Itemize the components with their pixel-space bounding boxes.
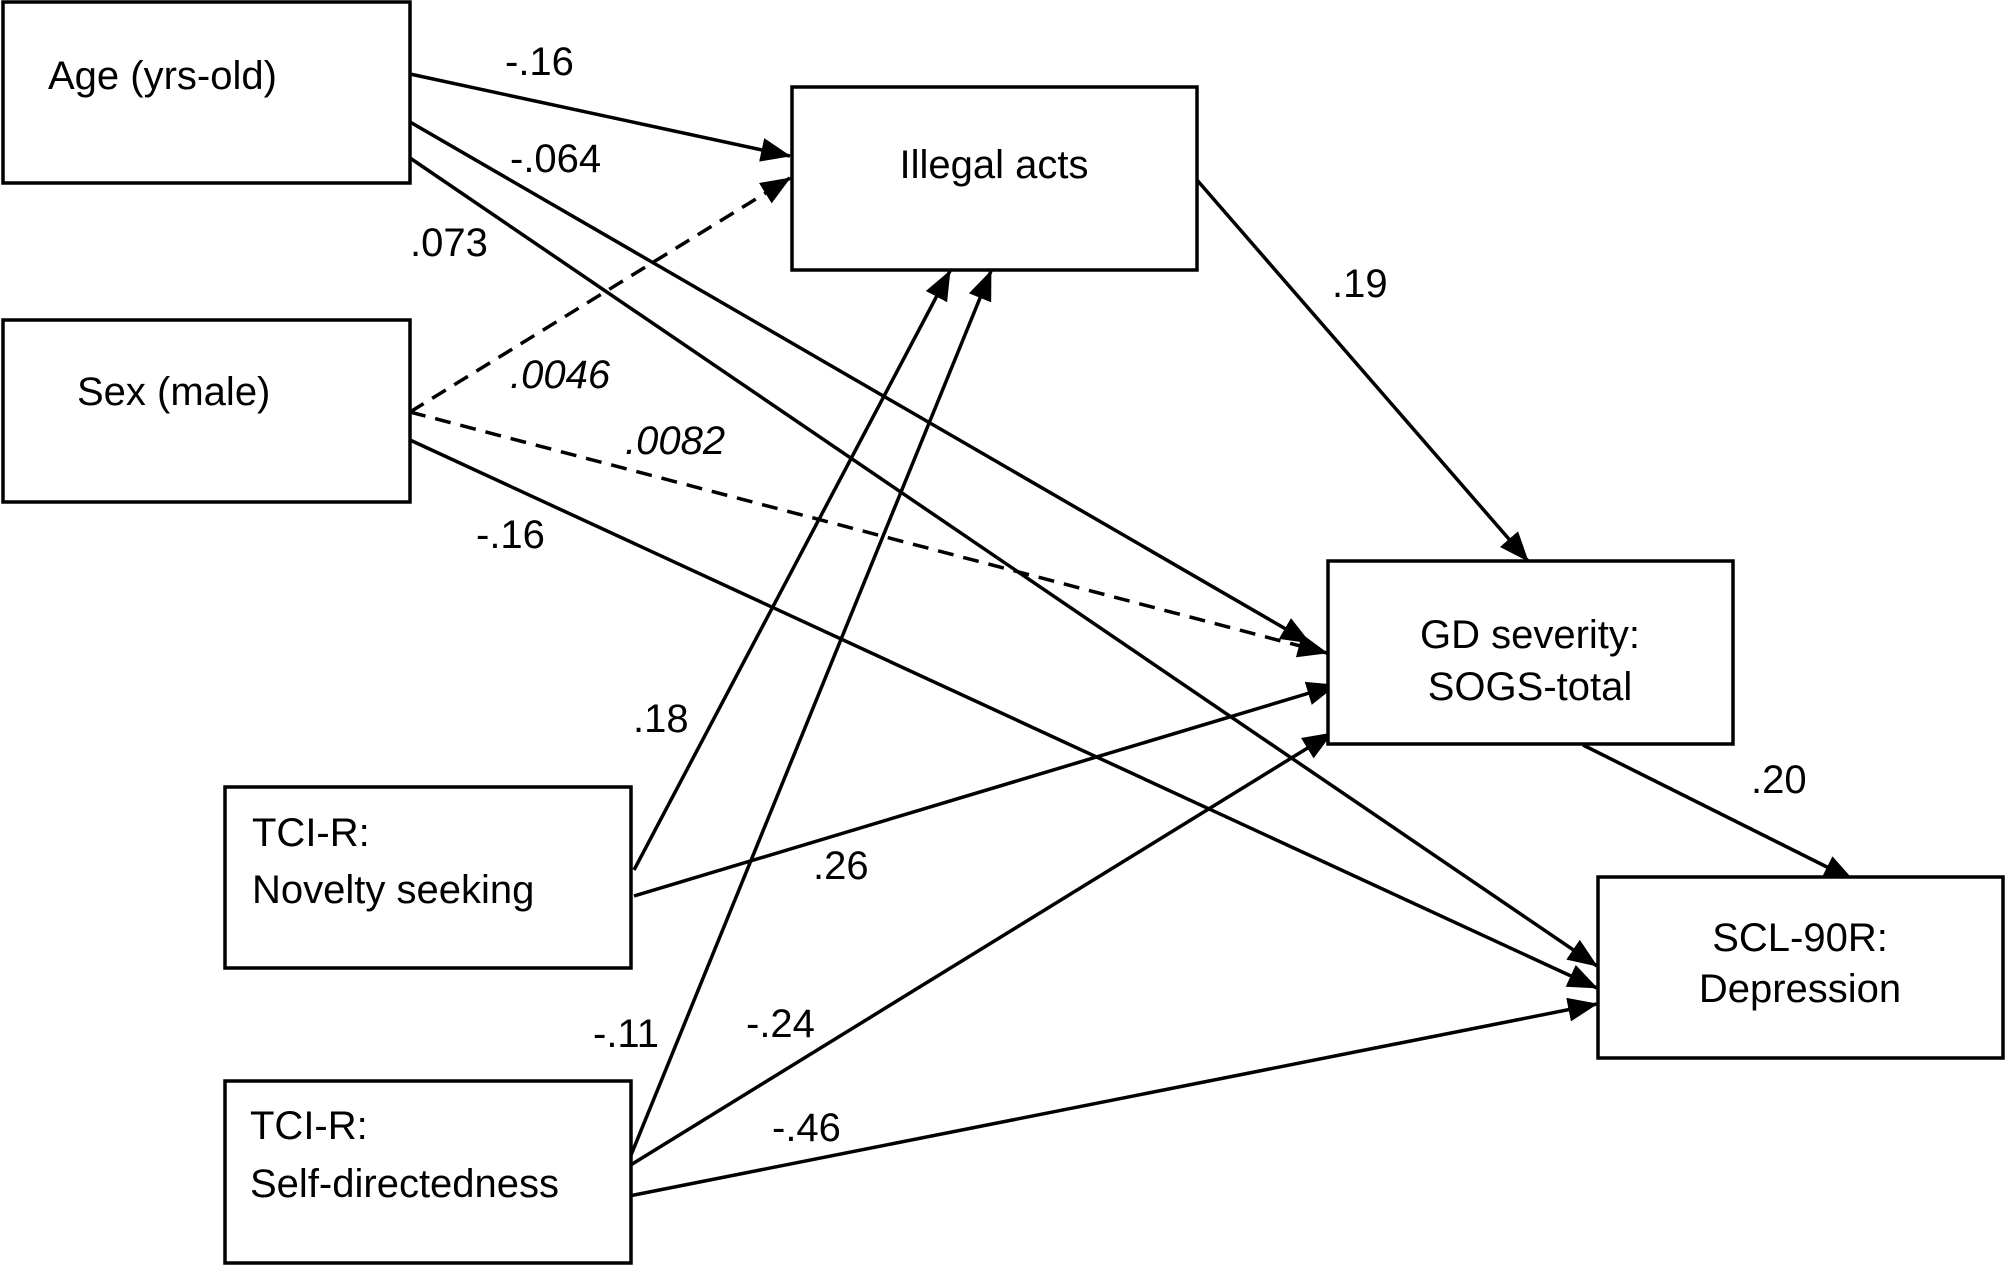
edge-sex-scl: [409, 438, 1598, 990]
coef-age-illegal: -.16: [505, 40, 574, 84]
edge-sex-gd: [409, 410, 1328, 658]
coef-gd-scl: .20: [1751, 758, 1807, 802]
edge-age-illegal: [409, 72, 791, 162]
coefficients: -.16 -.064 .073 .0046 .0082 -.16 .19 .20…: [410, 40, 1807, 1150]
edge-illegal-gd: [1195, 178, 1530, 563]
coef-illegal-gd: .19: [1332, 262, 1388, 306]
coef-sex-illegal: .0046: [510, 353, 611, 397]
node-sd-label-line2: Self-directedness: [250, 1162, 559, 1206]
node-scl-label-line2: Depression: [1699, 967, 1901, 1011]
node-illegal-label: Illegal acts: [900, 143, 1089, 187]
coef-sex-scl: -.16: [476, 513, 545, 557]
edge-ns-gd: [633, 681, 1337, 898]
node-sex-label: Sex (male): [77, 370, 270, 414]
node-gd: GD severity: SOGS-total: [1326, 559, 1735, 746]
coef-sd-scl: -.46: [772, 1106, 841, 1150]
coef-sd-gd: -.24: [746, 1002, 815, 1046]
node-gd-label-line2: SOGS-total: [1428, 665, 1633, 709]
node-sd-label-line1: TCI-R:: [250, 1104, 368, 1148]
node-illegal: Illegal acts: [790, 85, 1199, 272]
node-age: Age (yrs-old): [1, 0, 412, 185]
edges: [409, 72, 1854, 1198]
node-sex: Sex (male): [1, 318, 412, 504]
node-gd-label-line1: GD severity:: [1420, 613, 1640, 657]
edge-sd-illegal: [627, 270, 993, 1161]
coef-age-gd: -.064: [510, 137, 601, 181]
edge-sex-illegal: [409, 176, 791, 414]
coef-age-scl: .073: [410, 221, 488, 265]
coef-sex-gd: .0082: [625, 419, 725, 463]
node-scl-label-line1: SCL-90R:: [1712, 916, 1888, 960]
node-ns: TCI-R: Novelty seeking: [223, 785, 633, 970]
edge-sd-gd: [628, 731, 1333, 1168]
coef-ns-illegal: .18: [633, 697, 689, 741]
coef-sd-illegal: -.11: [593, 1012, 659, 1056]
coef-ns-gd: .26: [813, 844, 869, 888]
node-ns-label-line2: Novelty seeking: [252, 868, 534, 912]
node-ns-label-line1: TCI-R:: [252, 811, 370, 855]
node-scl: SCL-90R: Depression: [1596, 875, 2005, 1060]
edge-sd-scl: [628, 997, 1598, 1198]
node-sd: TCI-R: Self-directedness: [223, 1079, 633, 1265]
edge-age-gd: [409, 120, 1311, 645]
edge-age-scl: [409, 156, 1598, 968]
node-age-label: Age (yrs-old): [48, 54, 277, 98]
edge-gd-scl: [1582, 743, 1854, 882]
edge-ns-illegal: [632, 270, 952, 871]
